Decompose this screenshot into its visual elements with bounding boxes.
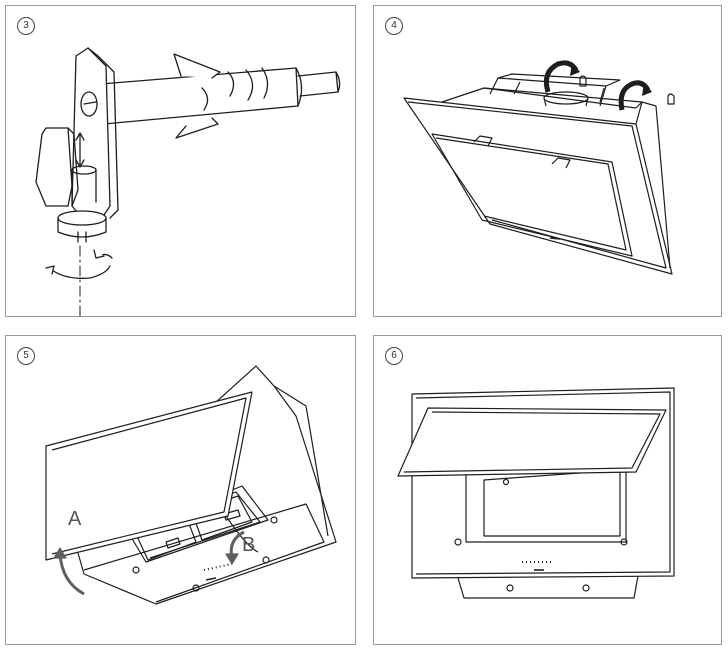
step-number-badge: 3 [17,17,35,35]
step-4-panel: 4 [373,5,722,317]
step-5-panel: 5 A B [5,335,356,645]
arrow-label-a: A [68,508,82,530]
step-number-badge: 4 [385,17,403,35]
step-number-badge: 5 [17,347,35,365]
step-number-badge: 6 [385,347,403,365]
anchor-bolt-illustration [35,47,341,317]
hood-mounting-illustration [403,60,675,275]
panel-removal-illustration [45,365,337,605]
step-6-panel: 6 [373,335,722,645]
arrow-label-b: B [242,534,256,556]
open-panel-illustration [397,387,675,599]
step-3-panel: 3 [5,5,356,317]
